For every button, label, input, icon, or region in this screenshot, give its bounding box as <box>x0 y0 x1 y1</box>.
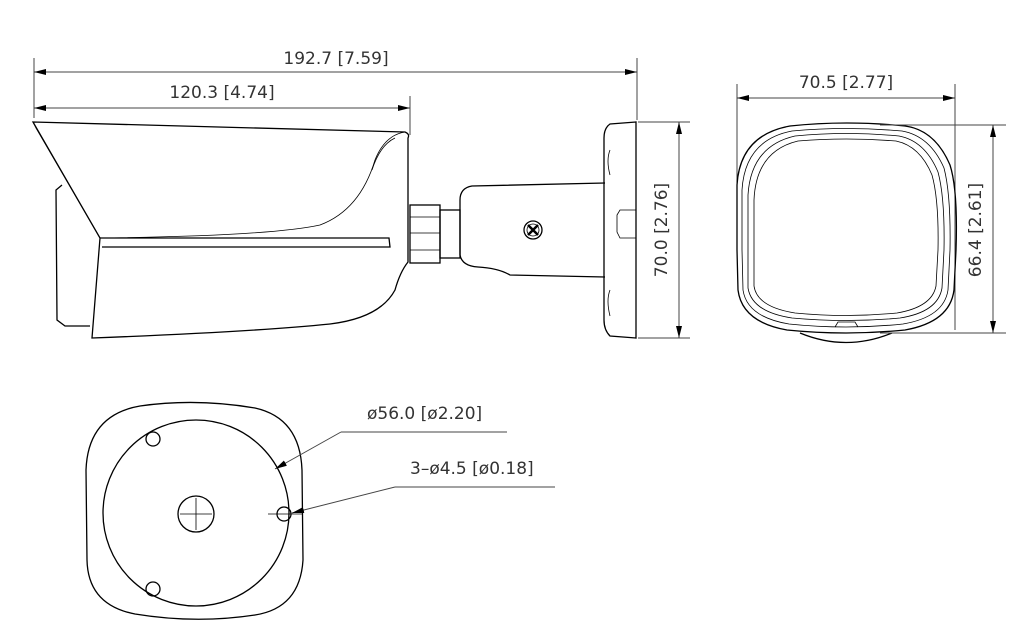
center-hole-icon <box>177 495 215 533</box>
overall-length-label: 192.7 [7.59] <box>283 49 388 69</box>
front-height-label: 66.4 [2.61] <box>966 183 986 277</box>
hole-spec-callout: 3–ø4.5 [ø0.18] <box>291 459 555 514</box>
mount-diameter-label: ø56.0 [ø2.20] <box>367 404 482 424</box>
overall-length-dimension: 192.7 [7.59] <box>33 49 638 120</box>
front-width-label: 70.5 [2.77] <box>799 73 893 93</box>
mount-base-view <box>85 401 304 620</box>
hole-spec-label: 3–ø4.5 [ø0.18] <box>410 459 534 479</box>
body-length-label: 120.3 [4.74] <box>169 83 274 103</box>
screw-icon <box>523 220 543 240</box>
camera-side-view <box>31 121 637 339</box>
body-length-dimension: 120.3 [4.74] <box>34 83 411 135</box>
front-height-dimension: 66.4 [2.61] <box>880 124 1006 334</box>
mount-diameter-callout: ø56.0 [ø2.20] <box>274 404 507 470</box>
mount-height-label: 70.0 [2.76] <box>652 183 672 277</box>
front-width-dimension: 70.5 [2.77] <box>736 73 956 330</box>
camera-front-view <box>736 122 958 344</box>
mount-height-dimension: 70.0 [2.76] <box>638 121 690 339</box>
